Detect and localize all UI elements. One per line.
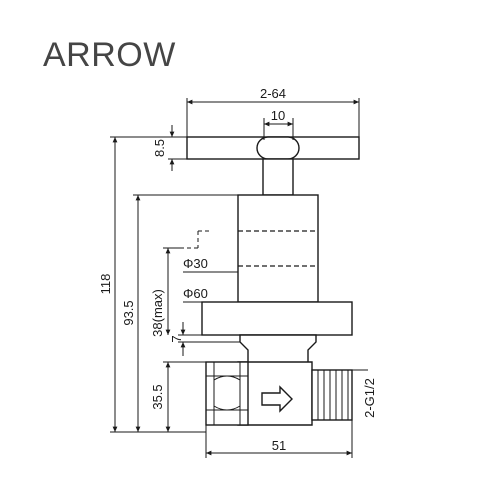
- dimension-lines: [110, 98, 368, 458]
- dim-thread: 2-G1/2: [362, 378, 377, 418]
- spindle: [262, 158, 294, 196]
- dim-collar-height: 7: [169, 335, 184, 342]
- dim-handle-width: 2-64: [260, 86, 286, 101]
- flow-arrow-icon: [261, 385, 293, 413]
- dim-body-height: 93.5: [121, 300, 136, 325]
- dim-flange-diameter: Φ60: [183, 286, 208, 301]
- flange: [201, 301, 353, 336]
- valve-bonnet: [237, 194, 319, 303]
- valve-body: [205, 334, 353, 426]
- brand-logo: ARROW: [43, 36, 176, 74]
- dim-handle-slot: 10: [271, 108, 285, 123]
- dim-inner-diameter: Φ30: [183, 256, 208, 271]
- dim-base-width: 51: [272, 438, 286, 453]
- dim-max-height: 38(max): [150, 289, 165, 337]
- dim-base-height: 35.5: [150, 384, 165, 409]
- dim-total-height: 118: [98, 274, 113, 295]
- handle: [186, 136, 360, 160]
- dim-handle-thickness: 8.5: [152, 139, 167, 157]
